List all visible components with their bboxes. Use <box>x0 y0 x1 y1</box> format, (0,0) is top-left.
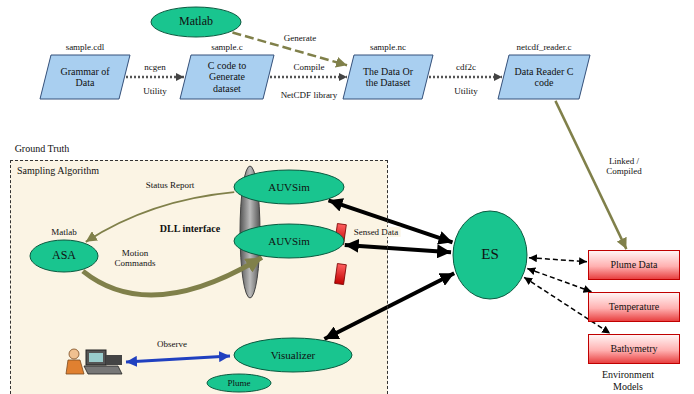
free-label: Environment Models <box>586 369 670 392</box>
data-parallelogram: sample.cdlGrammar of Data <box>39 54 131 100</box>
edge-label: cdf2c <box>454 62 478 72</box>
parallelogram-shape <box>498 55 590 99</box>
process-ellipse: ES <box>452 210 528 300</box>
connector <box>329 200 453 242</box>
free-label: Ground Truth <box>13 143 72 155</box>
model-box: Temperature <box>588 292 680 322</box>
node-heading: sample.nc <box>370 42 406 52</box>
model-box: Plume Data <box>588 250 680 280</box>
node-text: C code to Generate dataset <box>194 60 260 95</box>
connector <box>529 258 587 262</box>
connector <box>527 268 591 291</box>
node-heading: sample.cdl <box>66 42 105 52</box>
edge-label: Compile <box>292 62 327 72</box>
data-parallelogram: sample.cC code to Generate dataset <box>179 54 275 100</box>
ellipse-shape <box>453 211 527 299</box>
node-text: Data Reader C code <box>512 66 576 89</box>
node-text: Visualizer <box>271 349 316 362</box>
operator-icon <box>66 349 122 374</box>
node-text: Grammar of Data <box>54 66 116 89</box>
node-text: AUVSim <box>268 181 310 194</box>
data-parallelogram: netcdf_reader.cData Reader C code <box>497 54 591 100</box>
node-heading: sample.c <box>211 42 243 52</box>
node-text: AUVSim <box>268 235 310 248</box>
observe-arrow <box>126 356 230 362</box>
ellipse-shape <box>207 374 271 392</box>
edge-label: Generate <box>282 33 318 43</box>
free-label: Utility <box>452 86 480 96</box>
node-text: Temperature <box>609 301 659 313</box>
connector <box>324 273 454 339</box>
free-label: Observe <box>155 339 189 349</box>
parallelogram-shape <box>180 55 274 99</box>
node-text: Plume <box>227 378 250 388</box>
process-ellipse: Plume <box>206 373 272 393</box>
sensor-symbol <box>335 264 347 285</box>
algorithm-region: Sampling AlgorithmMatlabASAAUVSimAUVSimV… <box>10 160 388 394</box>
model-box: Bathymetry <box>588 334 680 364</box>
free-label: Sensed Data <box>352 227 401 237</box>
node-text: Plume Data <box>611 259 658 271</box>
edge-label: Linked / Compiled <box>596 156 652 177</box>
connector <box>86 192 234 242</box>
region-ground <box>10 160 388 394</box>
process-ellipse: Matlab <box>150 6 242 38</box>
ellipse-shape <box>30 240 98 272</box>
free-label: DLL interface <box>158 223 222 235</box>
parallelogram-shape <box>343 55 433 99</box>
process-ellipse: Visualizer <box>233 337 353 373</box>
ellipse-shape <box>151 7 241 37</box>
node-text: Matlab <box>179 15 213 29</box>
ellipse-shape <box>234 170 344 204</box>
process-ellipse: AUVSim <box>233 223 345 259</box>
ellipse-shape <box>234 338 352 372</box>
ellipse-shape <box>234 224 344 258</box>
free-label: Utility <box>141 86 169 96</box>
parallelogram-shape <box>40 55 130 99</box>
connector <box>429 76 502 79</box>
node-text: Bathymetry <box>610 343 657 355</box>
process-ellipse: MatlabASA <box>29 239 99 273</box>
connector <box>270 76 347 79</box>
process-ellipse: AUVSim <box>233 169 345 205</box>
node-text: ES <box>481 246 499 263</box>
data-parallelogram: sample.ncThe Data Or the Dataset <box>342 54 434 100</box>
node-text: The Data Or the Dataset <box>357 66 419 89</box>
connector <box>126 76 184 79</box>
node-heading: Matlab <box>51 227 77 237</box>
connector <box>345 245 451 252</box>
node-text: ASA <box>52 249 76 263</box>
node-heading: netcdf_reader.c <box>516 42 571 52</box>
free-label: NetCDF library <box>276 90 342 100</box>
region-title: Sampling Algorithm <box>17 165 99 176</box>
edge-label: Status Report <box>144 180 197 190</box>
edge-label: Motion Commands <box>107 248 163 269</box>
edge-label: ncgen <box>142 62 168 72</box>
